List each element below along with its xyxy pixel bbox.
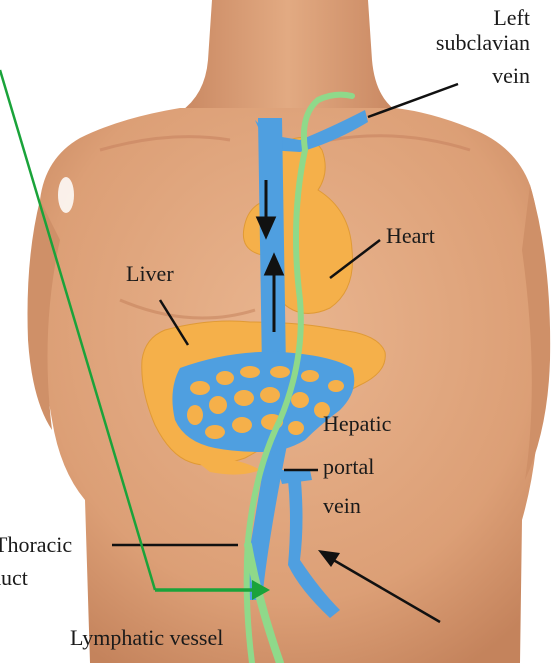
shoulder-highlight [58, 177, 74, 213]
label-hepatic-3: vein [323, 494, 361, 518]
vena-cava [258, 118, 286, 370]
label-heart: Heart [386, 224, 435, 248]
label-thoracic-2: duct [0, 566, 28, 590]
label-left-subclavian-3: vein [420, 64, 530, 88]
label-left-subclavian-2: subclavian [380, 31, 530, 55]
label-liver: Liver [126, 262, 174, 286]
label-thoracic-1: Thoracic [0, 533, 72, 557]
label-hepatic-1: Hepatic [323, 412, 391, 436]
label-left-subclavian-1: Left [400, 6, 530, 30]
neck [180, 0, 395, 112]
label-hepatic-2: portal [323, 455, 374, 479]
label-lymphatic-vessel: Lymphatic vessel [70, 626, 223, 650]
